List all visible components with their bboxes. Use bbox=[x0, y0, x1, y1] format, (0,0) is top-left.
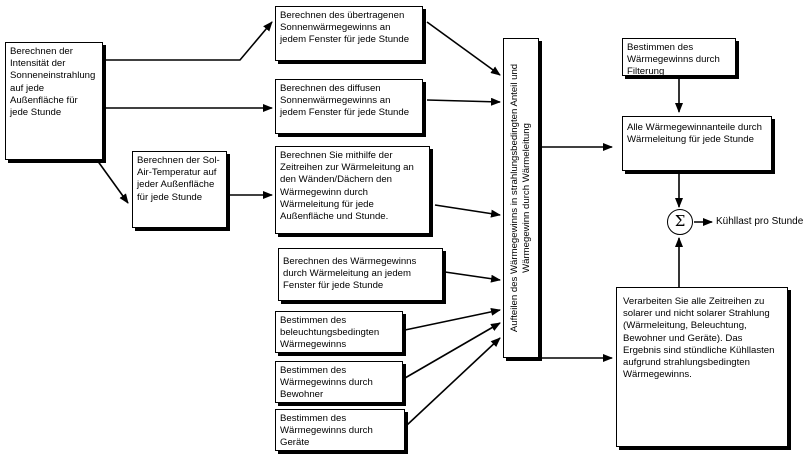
arrow-intensity-to-transmitted bbox=[105, 21, 273, 61]
box-lighting-gain: Bestimmen des beleuchtungsbedingten Wärm… bbox=[275, 311, 403, 353]
arrow-lighting-to-split bbox=[404, 307, 501, 331]
arrow-intensity-to-solair bbox=[96, 159, 129, 204]
output-cooling-load-label: Kühllast pro Stunde bbox=[716, 216, 804, 227]
box-diffuse-solar-gain: Berechnen des diffusen Sonnenwärmegewinn… bbox=[275, 79, 423, 134]
split-label: Aufteilen des Wärmegewinns in strahlungs… bbox=[509, 63, 532, 333]
box-transmitted-solar-gain: Berechnen des übertragenen Sonnenwärmege… bbox=[275, 6, 423, 61]
box-equipment-gain: Bestimmen des Wärmegewinns durch Geräte bbox=[275, 409, 405, 451]
box-occupant-gain: Bestimmen des Wärmegewinns durch Bewohne… bbox=[275, 361, 403, 403]
arrow-diffuse-to-split bbox=[426, 97, 501, 106]
box-solar-intensity: Berechnen der Intensität der Sonneneinst… bbox=[5, 42, 103, 160]
box-convective-sum: Alle Wärmegewinnanteile durch Wärmeleitu… bbox=[622, 116, 772, 171]
box-split-radiant-convective bbox=[503, 38, 539, 358]
arrow-walls-to-split bbox=[434, 204, 501, 218]
arrow-occupants-to-split bbox=[404, 322, 501, 379]
sum-node: Σ bbox=[667, 209, 693, 235]
arrow-equipment-to-split bbox=[406, 337, 501, 426]
box-infiltration-gain: Bestimmen des Wärmegewinns durch Filteru… bbox=[622, 38, 736, 77]
box-window-conduction: Berechnen des Wärmegewinns durch Wärmele… bbox=[278, 248, 443, 301]
box-radiant-time-series-process: Verarbeiten Sie alle Zeitreihen zu solar… bbox=[616, 287, 788, 447]
box-wall-roof-conduction: Berechnen Sie mithilfe der Zeitreihen zu… bbox=[275, 146, 430, 234]
arrow-windows-to-split bbox=[444, 271, 501, 283]
box-sol-air-temperature: Berechnen der Sol-Air-Temperatur auf jed… bbox=[132, 151, 227, 228]
arrow-transmitted-to-split bbox=[426, 21, 501, 76]
